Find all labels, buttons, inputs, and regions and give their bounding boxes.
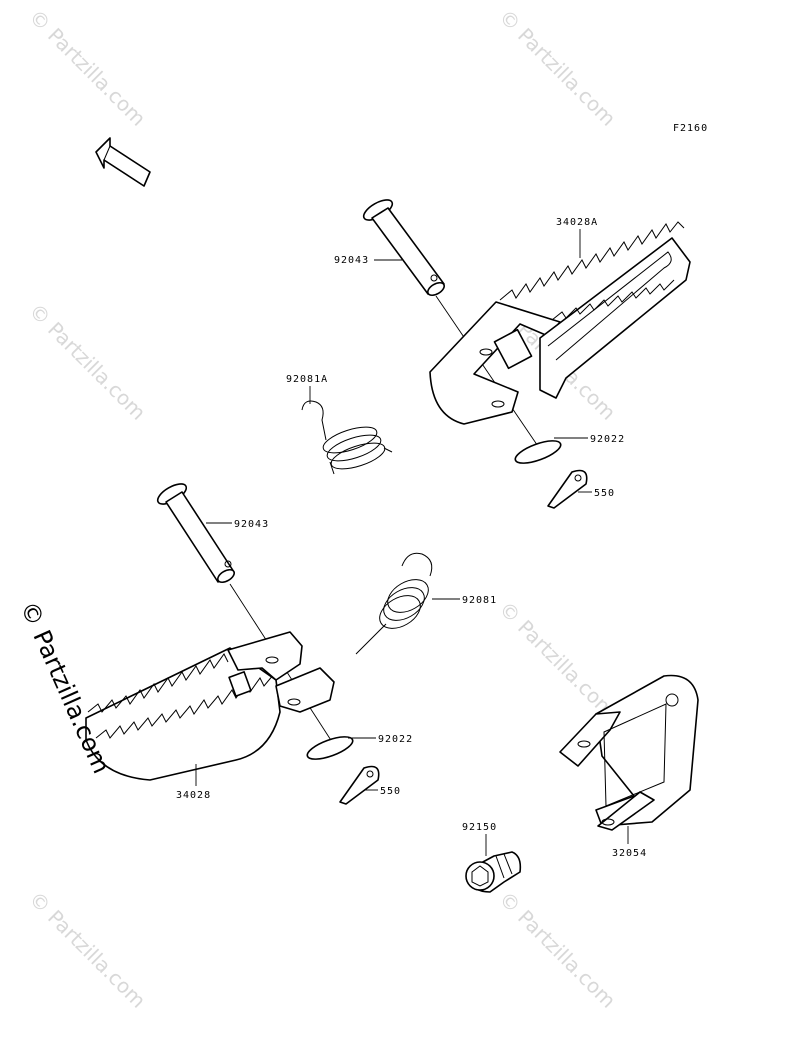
label-550-right: 550 [594, 488, 615, 499]
watermark: © Partzilla.com [24, 5, 150, 131]
watermark: © Partzilla.com [494, 5, 620, 131]
clevis-pin-left[interactable] [155, 480, 237, 585]
label-92150: 92150 [462, 822, 497, 833]
washer-right[interactable] [513, 436, 564, 467]
callouts: 34028A 92043 92081A 92022 550 92043 9208… [176, 217, 647, 859]
label-92043-right: 92043 [334, 255, 369, 266]
watermark: © Partzilla.com [24, 887, 150, 1013]
front-arrow-icon: FRONT [95, 137, 151, 187]
washer-left[interactable] [305, 732, 356, 763]
clevis-pin-right[interactable] [361, 196, 447, 298]
footpeg-bracket[interactable] [559, 674, 699, 831]
label-550-left: 550 [380, 786, 401, 797]
label-32054: 32054 [612, 848, 647, 859]
plug-bolt[interactable] [465, 851, 522, 893]
label-92081A: 92081A [286, 374, 328, 385]
cotter-pin-left[interactable] [339, 765, 380, 805]
watermark-foreground: © Partzilla.com [15, 597, 116, 778]
torsion-spring-right[interactable] [301, 400, 393, 475]
label-92022-right: 92022 [590, 434, 625, 445]
watermark: © Partzilla.com [24, 299, 150, 425]
label-92022-left: 92022 [378, 734, 413, 745]
figure-code: F2160 [673, 123, 708, 134]
axis-line [435, 295, 547, 459]
footpeg-left[interactable] [85, 631, 335, 781]
cotter-pin-right[interactable] [547, 469, 588, 509]
label-34028: 34028 [176, 790, 211, 801]
label-92081: 92081 [462, 595, 497, 606]
watermark: © Partzilla.com [494, 597, 620, 723]
torsion-spring-left[interactable] [355, 552, 434, 655]
footpeg-right[interactable] [429, 221, 691, 425]
watermark: © Partzilla.com [494, 887, 620, 1013]
label-34028A: 34028A [556, 217, 598, 228]
label-92043-left: 92043 [234, 519, 269, 530]
